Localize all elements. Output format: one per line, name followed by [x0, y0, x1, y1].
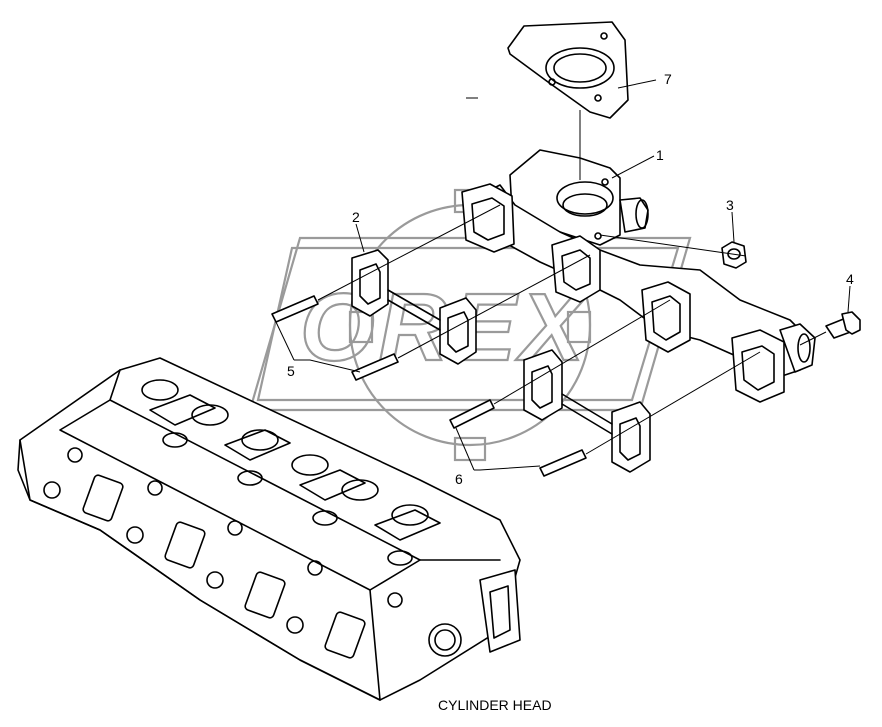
- part-7-flange-plate: [507, 21, 629, 119]
- callout-6: 6: [455, 471, 463, 487]
- callout-3: 3: [726, 197, 734, 213]
- studs: [271, 295, 587, 477]
- assembly-lines: [317, 97, 827, 455]
- part-6-gasket-rear: [523, 349, 651, 473]
- diagram-caption: CYLINDER HEAD: [438, 697, 552, 713]
- stud-6a: [449, 399, 495, 429]
- cylinder-head-ports: [82, 474, 366, 659]
- callout-1: 1: [656, 147, 664, 163]
- callout-7: 7: [664, 71, 672, 87]
- stud-5a: [271, 295, 319, 323]
- stud-5b: [351, 353, 399, 381]
- part-3-nut: [721, 241, 747, 269]
- stud-6b: [539, 449, 587, 477]
- callout-leaders: [275, 79, 851, 471]
- callout-labels: 7 1 3 2 4 5 6: [287, 71, 854, 487]
- cylinder-head-top-deck: [141, 379, 441, 566]
- callout-2: 2: [352, 209, 360, 225]
- part-1-exhaust-manifold: [461, 149, 816, 403]
- callout-4: 4: [846, 271, 854, 287]
- callout-5: 5: [287, 363, 295, 379]
- cylinder-head: [17, 357, 521, 701]
- part-2-gasket-front: [351, 249, 477, 365]
- part-4-bolt: [825, 311, 861, 339]
- cylinder-head-holes: [43, 447, 462, 657]
